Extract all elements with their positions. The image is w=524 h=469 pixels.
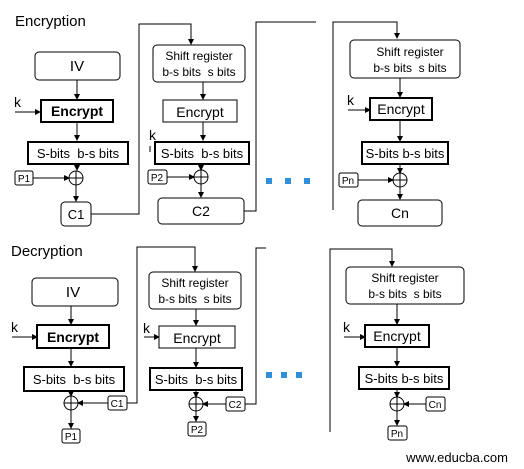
- dec-encrypt-label-n: Encrypt: [373, 328, 421, 344]
- dec-iv-label: IV: [66, 284, 80, 301]
- dec-p2-label: P2: [191, 425, 204, 436]
- enc-bits-label-1: S-bits b-s bits: [37, 146, 120, 161]
- enc-c1-label: C1: [68, 207, 85, 222]
- dec-stage-2: Shift register b-s bits s bits k Encrypt…: [143, 247, 266, 437]
- dec-shift-line1-2: Shift register: [161, 276, 228, 290]
- dec-feedback-line-1: [127, 246, 198, 404]
- dec-shift-line2-n: b-s bits s bits: [368, 287, 441, 301]
- encryption-section: Encryption IV k Encrypt S-bits b-s bits …: [14, 13, 461, 227]
- encryption-title: Encryption: [15, 13, 86, 30]
- dec-cn-label: Cn: [429, 400, 442, 411]
- enc-shift-line2-n: b-s bits s bits: [373, 61, 446, 75]
- dec-bits-box-n: [358, 366, 450, 390]
- enc-feedback-line-2: [244, 21, 316, 212]
- enc-cn-box: [357, 199, 443, 227]
- enc-c2-label: C2: [192, 203, 210, 219]
- dec-iv-box: [31, 277, 119, 307]
- enc-cn-label: Cn: [391, 205, 409, 221]
- enc-feedback-line-1: [91, 23, 194, 215]
- dec-key-label-2: k: [143, 320, 151, 336]
- dec-key-label-1: k: [11, 319, 19, 335]
- enc-key-label-n: k: [347, 92, 355, 108]
- enc-shift-line1-2: Shift register: [165, 49, 232, 63]
- dec-stage-n: Shift register b-s bits s bits k Encrypt…: [329, 248, 465, 441]
- dec-bits-label-1: S-bits b-s bits: [33, 372, 116, 387]
- enc-feedback-line-n: [332, 21, 400, 210]
- enc-bits-box-n: [361, 141, 449, 165]
- enc-stage-n: Shift register b-s bits s bits k Encrypt…: [332, 21, 461, 227]
- enc-stage-2: Shift register b-s bits s bits Encrypt k…: [147, 21, 316, 225]
- dec-shift-register-2: [148, 271, 242, 310]
- dec-p1-box: [61, 428, 81, 444]
- watermark: www.educba.com: [405, 450, 508, 465]
- dec-feedback-line-2: [245, 247, 266, 405]
- dec-shift-line1-n: Shift register: [371, 271, 438, 285]
- dec-encrypt-label-2: Encrypt: [173, 330, 221, 346]
- enc-pn-label: Pn: [342, 176, 354, 187]
- dec-c2-label: C2: [229, 400, 242, 411]
- dec-shift-register-n: [345, 266, 465, 305]
- dec-pn-label: Pn: [391, 429, 403, 440]
- decryption-title: Decryption: [11, 243, 83, 260]
- enc-iv-label: IV: [70, 58, 84, 75]
- dec-continuation-dots: [266, 372, 302, 378]
- dec-pn-box: [387, 425, 408, 441]
- dec-encrypt-label-1: Encrypt: [47, 329, 99, 345]
- enc-bits-box-2: [154, 141, 250, 165]
- enc-shift-line2-2: b-s bits s bits: [162, 65, 235, 79]
- dec-shift-line2-2: b-s bits s bits: [158, 292, 231, 306]
- dec-key-label-n: k: [343, 319, 351, 335]
- enc-shift-register-n: [349, 39, 461, 79]
- enc-encrypt-label-n: Encrypt: [377, 101, 425, 117]
- enc-p1-label: P1: [18, 174, 31, 185]
- enc-encrypt-box-n: [369, 97, 433, 121]
- dec-encrypt-box-1: [36, 324, 110, 349]
- enc-key-label-1: k: [14, 94, 22, 110]
- enc-shift-line1-n: Shift register: [376, 45, 443, 59]
- enc-continuation-dots: [266, 178, 310, 184]
- enc-bits-label-2: S-bits b-s bits: [161, 146, 244, 161]
- dec-c1-label: C1: [111, 399, 124, 410]
- dec-bits-label-2: S-bits b-s bits: [155, 372, 238, 387]
- dec-stage-1: IV k Encrypt S-bits b-s bits C1 P1: [11, 246, 198, 444]
- enc-encrypt-box-2: [162, 99, 238, 123]
- dec-bits-label-n: S-bits b-s bits: [365, 371, 444, 386]
- enc-bits-label-n: S-bits b-s bits: [366, 146, 445, 161]
- decryption-section: Decryption IV k Encrypt S-bits b-s bits …: [11, 243, 465, 444]
- dec-bits-box-1: [23, 366, 125, 392]
- enc-encrypt-label-2: Encrypt: [176, 104, 224, 120]
- enc-bits-box-1: [27, 141, 129, 165]
- enc-p2-label: P2: [151, 173, 164, 184]
- dec-encrypt-box-2: [158, 325, 236, 349]
- dec-p1-label: P1: [65, 432, 78, 443]
- enc-stage-1: IV k Encrypt S-bits b-s bits P1 C1: [14, 23, 194, 227]
- enc-key-label-2: k: [149, 127, 157, 143]
- dec-p2-box: [187, 421, 207, 437]
- enc-shift-register-2: [152, 44, 246, 83]
- enc-encrypt-label-1: Encrypt: [51, 103, 103, 119]
- dec-feedback-line-n: [329, 248, 395, 432]
